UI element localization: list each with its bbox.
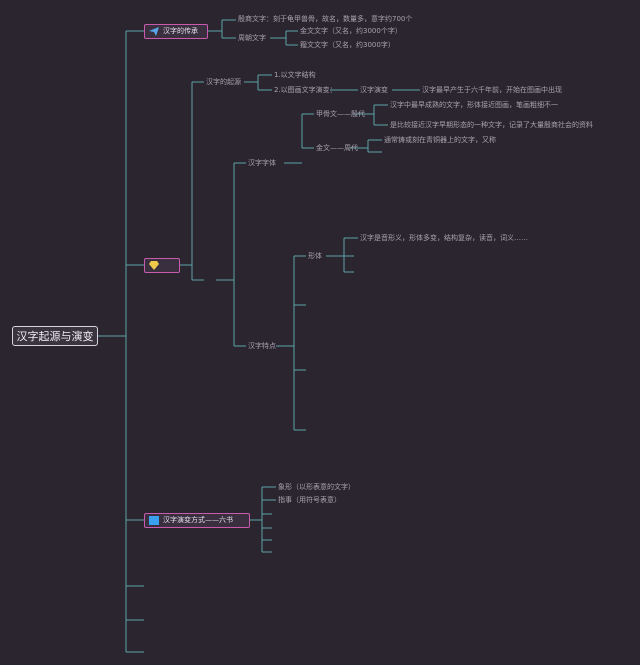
root-topic[interactable]: 汉字起源与演变 [12,326,98,346]
branch-heritage[interactable]: 汉字的传承 [144,24,208,39]
diamond-icon [149,261,159,270]
structure-a-1[interactable]: 汉字中最早成熟的文字，形体接近图画，笔画粗细不一 [390,101,558,109]
zhou-zhouwen[interactable]: 籀文文字（又名，约3000字） [300,41,395,49]
structure-b-1[interactable]: 通常铸或刻在青铜器上的文字，又称 [384,136,496,144]
branch-six-scripts-label: 汉字演变方式——六书 [163,516,233,524]
branch-heritage-label: 汉字的传承 [163,27,198,35]
structure-a[interactable]: 甲骨文——殷代 [316,110,365,118]
connector-b3 [250,486,276,553]
evolution-sub[interactable]: 形体 [308,252,322,260]
branch-six-scripts[interactable]: 汉字演变方式——六书 [144,513,250,528]
six-scripts-2[interactable]: 指事（用符号表意） [278,496,341,504]
structure-node[interactable]: 汉字字体 [248,159,276,167]
evolution-node[interactable]: 汉字特点 [248,342,276,350]
branch-characteristics[interactable] [144,258,180,273]
heritage-shang[interactable]: 殷商文字：刻于龟甲兽骨，故名，数量多，意字约700个 [238,15,413,23]
origin-sub[interactable]: 汉字演变 [360,86,388,94]
connector-b1 [208,19,236,39]
heritage-zhou[interactable]: 周朝文字 [238,34,266,42]
origin-item-2[interactable]: 2.以图画文字演变： [274,86,337,94]
paper-plane-icon [149,27,159,36]
origin-sub-detail[interactable]: 汉字最早产生于六千年前，开始在图画中出现 [422,86,562,94]
evolution-detail[interactable]: 汉字是音形义，形体多变，结构复杂，读音，词义…… [360,234,528,242]
structure-a-2[interactable]: 是比较接近汉字早期形态的一种文字，记录了大量殷商社会的资料 [390,121,593,129]
zhou-jinwen[interactable]: 金文文字（又名，约3000个字） [300,27,402,35]
connector-b2 [180,81,204,281]
origin-item-1[interactable]: 1.以文字结构 [274,71,316,79]
square-icon [149,516,159,525]
origin-node[interactable]: 汉字的起源 [206,78,241,86]
structure-b[interactable]: 金文——周代 [316,144,358,152]
connector-root [98,31,127,652]
six-scripts-1[interactable]: 象形（以形表意的文字） [278,483,355,491]
